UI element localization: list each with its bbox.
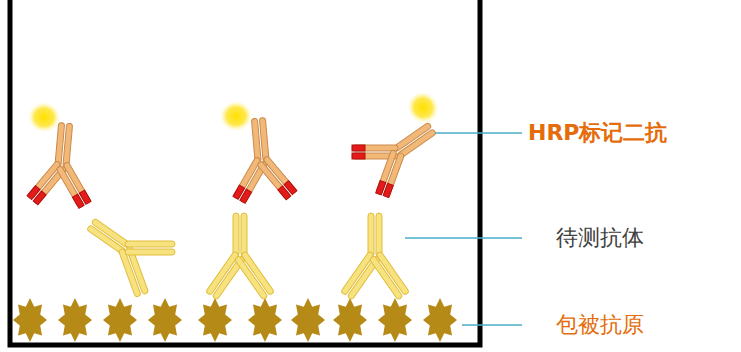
hrp-secondary-antibodies — [21, 86, 467, 209]
label-text: HRP标记二抗 — [528, 120, 667, 146]
label-text: 待测抗体 — [556, 225, 644, 251]
test-antibodies — [71, 196, 410, 302]
coating-antigens — [13, 298, 457, 342]
leader-lines — [405, 133, 522, 325]
label-text: 包被抗原 — [556, 312, 644, 338]
well-wall — [10, 0, 480, 345]
